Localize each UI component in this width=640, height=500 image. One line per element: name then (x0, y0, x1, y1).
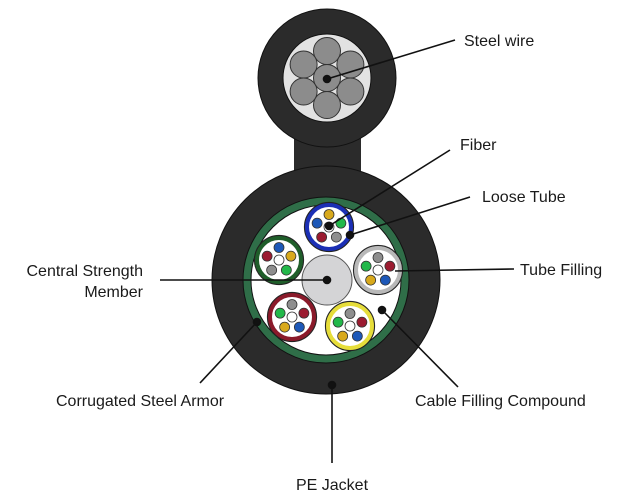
label-cable-filling-compound: Cable Filling Compound (415, 393, 586, 410)
fiber-yellow (285, 250, 297, 262)
fiber-green (360, 260, 372, 272)
steel-strand (313, 37, 341, 65)
leader-loose-tube (349, 196, 471, 236)
loose-tube-yellow (324, 300, 376, 352)
leader-fiber (328, 149, 451, 227)
steel-strand (289, 77, 318, 106)
fiber-gray (372, 252, 384, 263)
tube-edge (266, 291, 318, 343)
fiber-center (344, 320, 356, 332)
leader-armor (199, 321, 258, 384)
leader-tube-filling (394, 268, 515, 272)
tube-edge (352, 244, 404, 296)
fiber-yellow (337, 330, 349, 342)
fiber-blue (311, 217, 323, 229)
fiber-yellow (323, 209, 335, 220)
fiber-green (335, 217, 347, 229)
fiber-gray (266, 264, 278, 276)
fiber-red (298, 307, 310, 319)
loose-tube-red (266, 291, 318, 343)
fiber-center (372, 264, 384, 276)
dot-filling-compound (377, 305, 387, 315)
label-pe-jacket: PE Jacket (296, 477, 369, 494)
loose-tube-white (352, 244, 404, 296)
fiber-yellow (365, 274, 377, 286)
label-tube-filling: Tube Filling (520, 262, 602, 279)
dot-armor (252, 317, 262, 327)
fiber-blue (379, 274, 391, 286)
steel-strand (289, 50, 318, 79)
fiber-red (384, 260, 396, 272)
steel-strands (289, 37, 365, 119)
loose-tube-green (253, 234, 305, 286)
label-fiber: Fiber (460, 137, 497, 154)
fiber-gray (286, 299, 298, 310)
fiber-red (356, 316, 368, 328)
fiber-center (273, 254, 285, 266)
fiber-yellow (279, 321, 291, 333)
fiber-blue (273, 242, 285, 253)
fiber-gray (330, 231, 342, 243)
tube-edge (303, 201, 355, 253)
dot-steel-wire (322, 74, 332, 84)
leader-steel-wire (326, 39, 456, 80)
label-loose-tube: Loose Tube (482, 189, 566, 206)
fiber-center (286, 311, 298, 323)
fiber-gray (344, 308, 356, 319)
dot-fiber (324, 221, 334, 231)
fiber-blue (351, 330, 363, 342)
leader-lines (160, 39, 515, 463)
leader-filling-compound (381, 309, 459, 388)
fiber-red (261, 250, 273, 262)
fiber-green (274, 307, 286, 319)
tube-edge (253, 234, 305, 286)
dot-pe-jacket (327, 380, 337, 390)
fiber-red (316, 231, 328, 243)
steel-strand (313, 91, 341, 119)
dot-central-strength-member (322, 275, 332, 285)
loose-tubes (253, 201, 404, 352)
fiber-green (332, 316, 344, 328)
steel-strand (336, 77, 365, 106)
label-central-strength-member-2: Member (84, 284, 143, 301)
label-steel-wire: Steel wire (464, 33, 534, 50)
label-central-strength-member-1: Central Strength (26, 263, 143, 280)
dot-loose-tube (345, 230, 355, 240)
fiber-blue (293, 321, 305, 333)
label-corrugated-steel-armor: Corrugated Steel Armor (56, 393, 225, 410)
tube-edge (324, 300, 376, 352)
fiber-green (280, 264, 292, 276)
